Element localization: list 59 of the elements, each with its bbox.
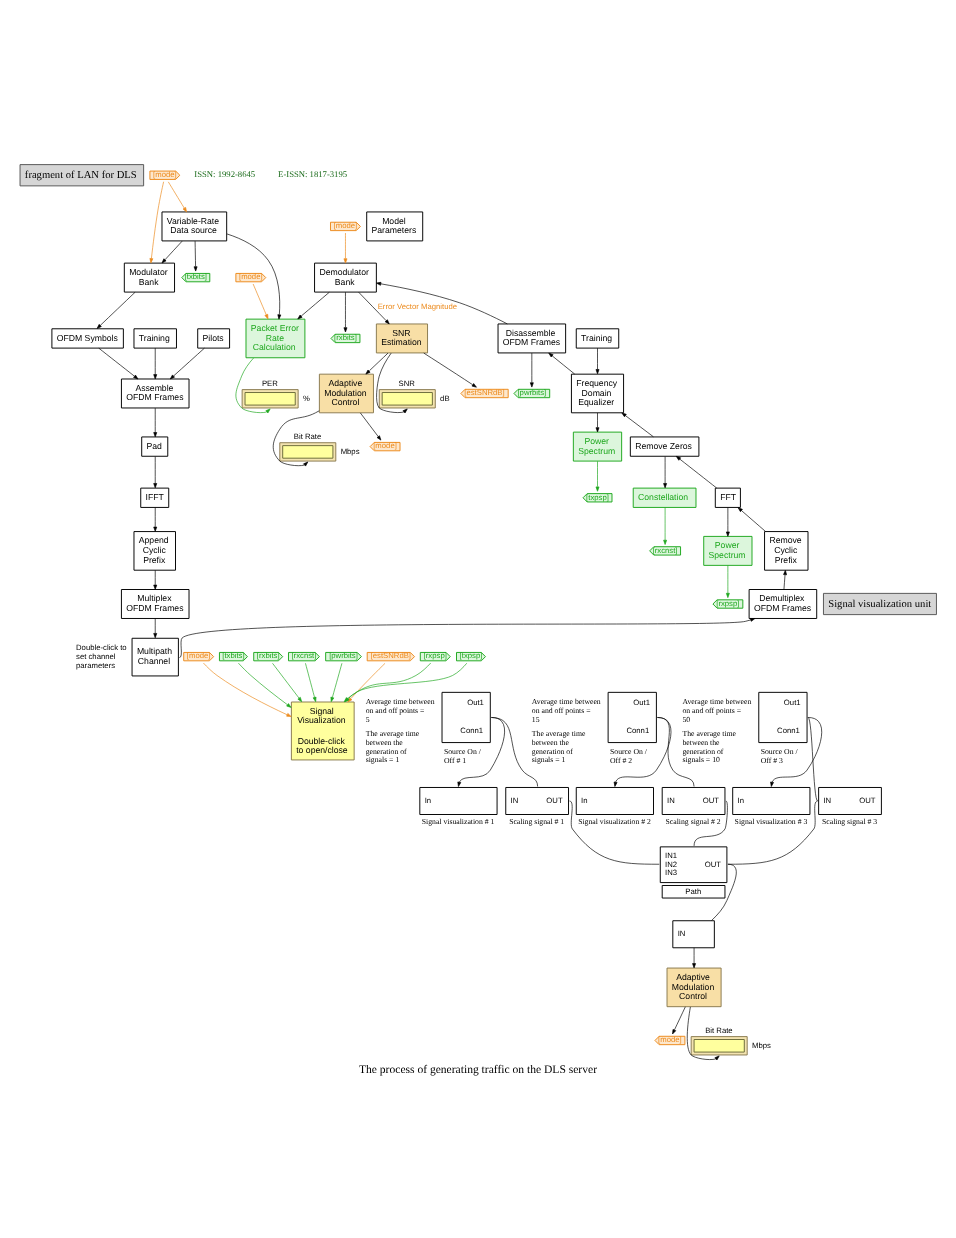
arrow [153,618,158,639]
connector [693,800,728,847]
arrow [272,410,320,467]
arrow [692,947,696,969]
arrow [360,412,382,441]
arrow [595,347,600,375]
arrow [203,662,292,717]
arrow [726,565,730,598]
arrow [179,618,756,658]
arrow [272,662,303,702]
arrow [737,507,766,532]
arrow [343,291,348,333]
arrow [153,347,158,380]
arrow [297,291,330,320]
arrow [530,352,534,388]
connector [711,863,737,921]
arrow [161,240,183,264]
arrow [423,352,477,388]
arrow [238,662,292,708]
arrow [663,456,667,489]
arrow [149,181,164,264]
arrow [613,717,672,787]
connector [807,717,818,802]
arrow [770,717,823,787]
arrow [305,662,317,702]
arrow [621,412,654,438]
connector [727,800,818,865]
arrow [376,352,408,414]
arrow [343,232,348,264]
arrow [235,357,271,414]
arrow [672,1006,686,1035]
arrow [663,507,667,545]
arrow [376,281,508,325]
connector [490,717,538,787]
connector [569,800,660,865]
arrow [153,507,158,532]
arrow [548,352,576,375]
arrow [168,181,187,213]
arrow [98,347,139,380]
arrow [169,347,205,380]
connector [657,717,695,787]
arrow [365,352,389,375]
arrow [153,456,158,489]
arrow [676,456,718,489]
arrow [783,570,787,590]
arrow [358,291,390,325]
arrow [595,412,600,433]
arrow [96,291,136,329]
arrow [330,662,343,702]
arrow [726,507,730,537]
arrow [252,283,269,320]
arrow [226,233,282,320]
arrow [457,717,505,787]
arrow [153,407,158,438]
arrow [595,460,600,492]
arrow [153,570,158,590]
arrow [686,1006,720,1061]
arrow [193,240,198,272]
arrow [347,663,386,703]
